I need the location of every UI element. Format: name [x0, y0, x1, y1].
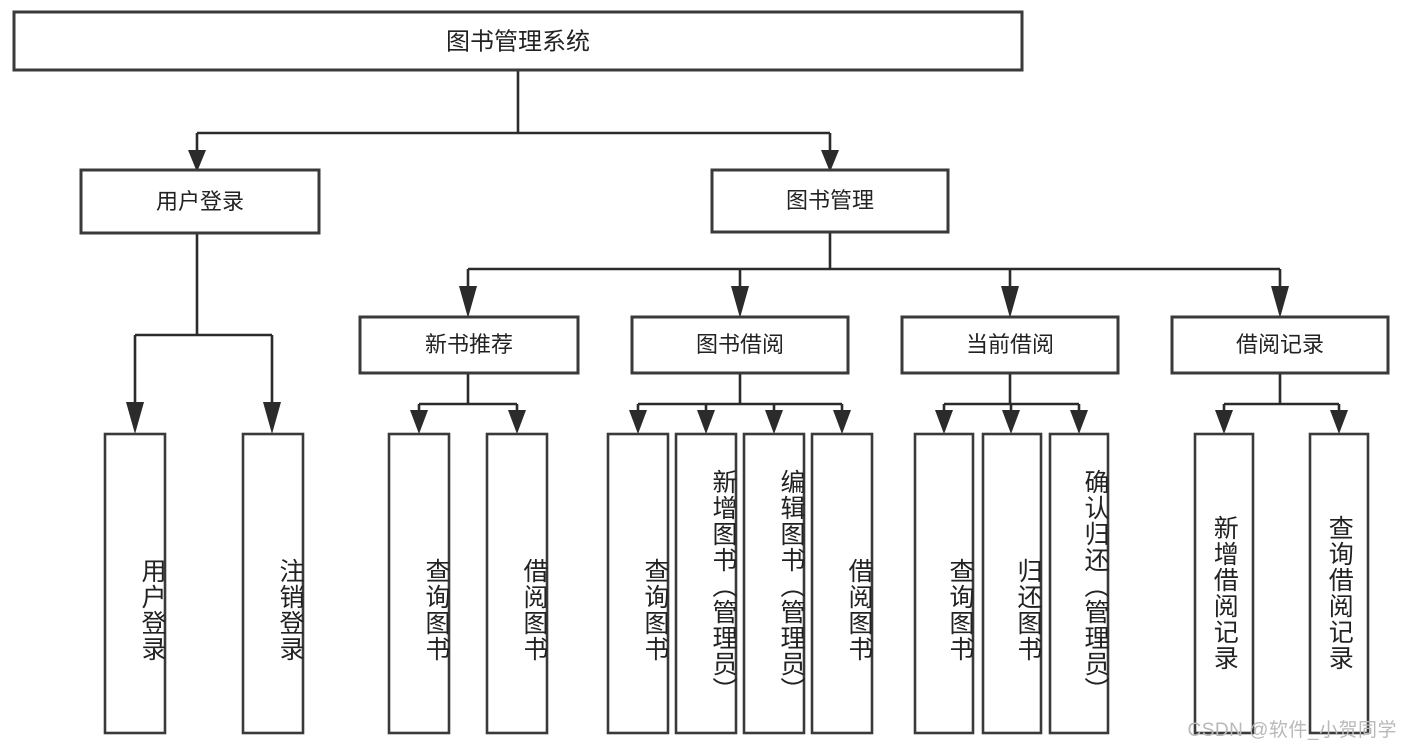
leaf-cb-query-book-box[interactable]: [913, 432, 975, 735]
arrowhead-cb-confirm: [1070, 410, 1088, 434]
leaf-user-logout-label: 注销登录: [276, 558, 304, 662]
leaf-nb-query-book[interactable]: 查询图书: [387, 432, 451, 735]
leaf-cb-confirm-return[interactable]: 确认归还（管理员）: [1048, 432, 1110, 735]
node-user-login-label: 用户登录: [156, 189, 244, 214]
leaf-bb-borrow-book-box[interactable]: [810, 432, 874, 735]
leaf-bb-add-book-label: 新增图书（管理员）: [709, 469, 737, 703]
arrowhead-new-book: [459, 286, 477, 318]
node-root-label: 图书管理系统: [446, 28, 590, 55]
node-borrow-record[interactable]: 借阅记录: [1170, 315, 1390, 375]
leaf-br-add-record-box[interactable]: [1193, 432, 1255, 735]
node-book-borrow-box[interactable]: [630, 315, 850, 375]
leaf-br-add-record-label: 新增借阅记录: [1210, 514, 1239, 671]
leaf-user-login[interactable]: 用户登录: [103, 432, 167, 735]
leaf-bb-edit-book-box[interactable]: [742, 432, 806, 735]
leaf-bb-borrow-book-label: 借阅图书: [845, 558, 873, 662]
leaf-bb-query-book-label: 查询图书: [641, 558, 669, 662]
leaf-cb-return-book-box[interactable]: [981, 432, 1043, 735]
leaf-user-logout-box[interactable]: [241, 432, 305, 735]
leaf-cb-return-book[interactable]: 归还图书: [981, 432, 1043, 735]
leaf-bb-edit-book-label: 编辑图书（管理员）: [777, 469, 805, 703]
arrowhead-cb-return: [1002, 410, 1020, 434]
arrowhead-nb-query: [410, 410, 428, 434]
leaf-cb-confirm-return-label-wrap: 确认归还（管理员）: [1081, 469, 1109, 703]
arrowhead-br-query: [1330, 410, 1348, 434]
leaf-nb-borrow-book-box[interactable]: [485, 432, 549, 735]
arrowhead-bb-borrow: [833, 410, 851, 434]
leaf-cb-confirm-return-label: 确认归还（管理员）: [1081, 469, 1109, 703]
leaf-br-query-record-box[interactable]: [1308, 432, 1370, 735]
leaf-cb-query-book-label: 查询图书: [946, 558, 974, 662]
node-book-borrow[interactable]: 图书借阅: [630, 315, 850, 375]
node-root-box[interactable]: [12, 10, 1024, 72]
arrowhead-bb-add: [697, 410, 715, 434]
arrowhead-br-add: [1215, 410, 1233, 434]
node-current-borrow-box[interactable]: [900, 315, 1120, 375]
leaf-cb-query-book[interactable]: 查询图书: [913, 432, 975, 735]
leaf-user-login-label: 用户登录: [138, 558, 166, 662]
leaf-bb-edit-book-label-wrap: 编辑图书（管理员）: [777, 469, 805, 703]
node-current-borrow[interactable]: 当前借阅: [900, 315, 1120, 375]
leaf-user-login-box[interactable]: [103, 432, 167, 735]
leaf-bb-borrow-book-label-wrap: 借阅图书: [845, 558, 873, 662]
leaf-bb-edit-book[interactable]: 编辑图书（管理员）: [742, 432, 806, 735]
leaf-nb-query-book-label-wrap: 查询图书: [422, 558, 450, 662]
node-book-manage[interactable]: 图书管理: [710, 168, 950, 234]
node-user-login-box[interactable]: [79, 168, 321, 235]
leaf-nb-borrow-book-label: 借阅图书: [520, 558, 548, 662]
node-user-login[interactable]: 用户登录: [79, 168, 321, 235]
arrowhead-user-login: [188, 150, 206, 172]
node-book-manage-box[interactable]: [710, 168, 950, 234]
node-book-borrow-label: 图书借阅: [696, 332, 784, 357]
leaf-bb-query-book[interactable]: 查询图书: [606, 432, 670, 735]
node-new-book-recommend[interactable]: 新书推荐: [358, 315, 580, 375]
arrowhead-book-manage: [821, 150, 839, 172]
leaf-bb-add-book[interactable]: 新增图书（管理员）: [674, 432, 738, 735]
leaf-nb-borrow-book[interactable]: 借阅图书: [485, 432, 549, 735]
arrowhead-leaf-user-logout: [263, 402, 281, 434]
leaf-user-logout[interactable]: 注销登录: [241, 432, 305, 735]
node-book-manage-label: 图书管理: [786, 188, 874, 213]
leaf-br-add-record-label-wrap: 新增借阅记录: [1210, 514, 1239, 671]
leaf-nb-query-book-label: 查询图书: [422, 558, 450, 662]
node-root[interactable]: 图书管理系统: [12, 10, 1024, 72]
arrowhead-nb-borrow: [508, 410, 526, 434]
arrowhead-book-borrow: [731, 286, 749, 318]
leaf-user-login-label-wrap: 用户登录: [138, 558, 166, 662]
node-new-book-recommend-label: 新书推荐: [425, 332, 513, 357]
leaf-cb-query-book-label-wrap: 查询图书: [946, 558, 974, 662]
arrowhead-bb-edit: [765, 410, 783, 434]
leaf-bb-borrow-book[interactable]: 借阅图书: [810, 432, 874, 735]
leaf-nb-borrow-book-label-wrap: 借阅图书: [520, 558, 548, 662]
leaf-br-query-record-label: 查询借阅记录: [1325, 514, 1354, 671]
leaf-cb-return-book-label: 归还图书: [1014, 558, 1042, 662]
arrowhead-borrow-record: [1271, 286, 1289, 318]
leaf-cb-confirm-return-box[interactable]: [1048, 432, 1110, 735]
leaf-bb-query-book-label-wrap: 查询图书: [641, 558, 669, 662]
node-borrow-record-box[interactable]: [1170, 315, 1390, 375]
arrowhead-leaf-user-login: [126, 402, 144, 434]
arrowhead-current-borrow: [1001, 286, 1019, 318]
arrowhead-bb-query: [629, 410, 647, 434]
leaf-br-query-record[interactable]: 查询借阅记录: [1308, 432, 1370, 735]
leaf-bb-add-book-box[interactable]: [674, 432, 738, 735]
leaf-br-query-record-label-wrap: 查询借阅记录: [1325, 514, 1354, 671]
node-new-book-recommend-box[interactable]: [358, 315, 580, 375]
node-borrow-record-label: 借阅记录: [1236, 332, 1324, 357]
leaf-bb-add-book-label-wrap: 新增图书（管理员）: [709, 469, 737, 703]
arrowhead-cb-query: [935, 410, 953, 434]
leaf-bb-query-book-box[interactable]: [606, 432, 670, 735]
connector-layer: [126, 70, 1348, 434]
leaf-user-logout-label-wrap: 注销登录: [276, 558, 304, 662]
leaf-nb-query-book-box[interactable]: [387, 432, 451, 735]
leaf-cb-return-book-label-wrap: 归还图书: [1014, 558, 1042, 662]
node-current-borrow-label: 当前借阅: [966, 332, 1054, 357]
leaf-br-add-record[interactable]: 新增借阅记录: [1193, 432, 1255, 735]
